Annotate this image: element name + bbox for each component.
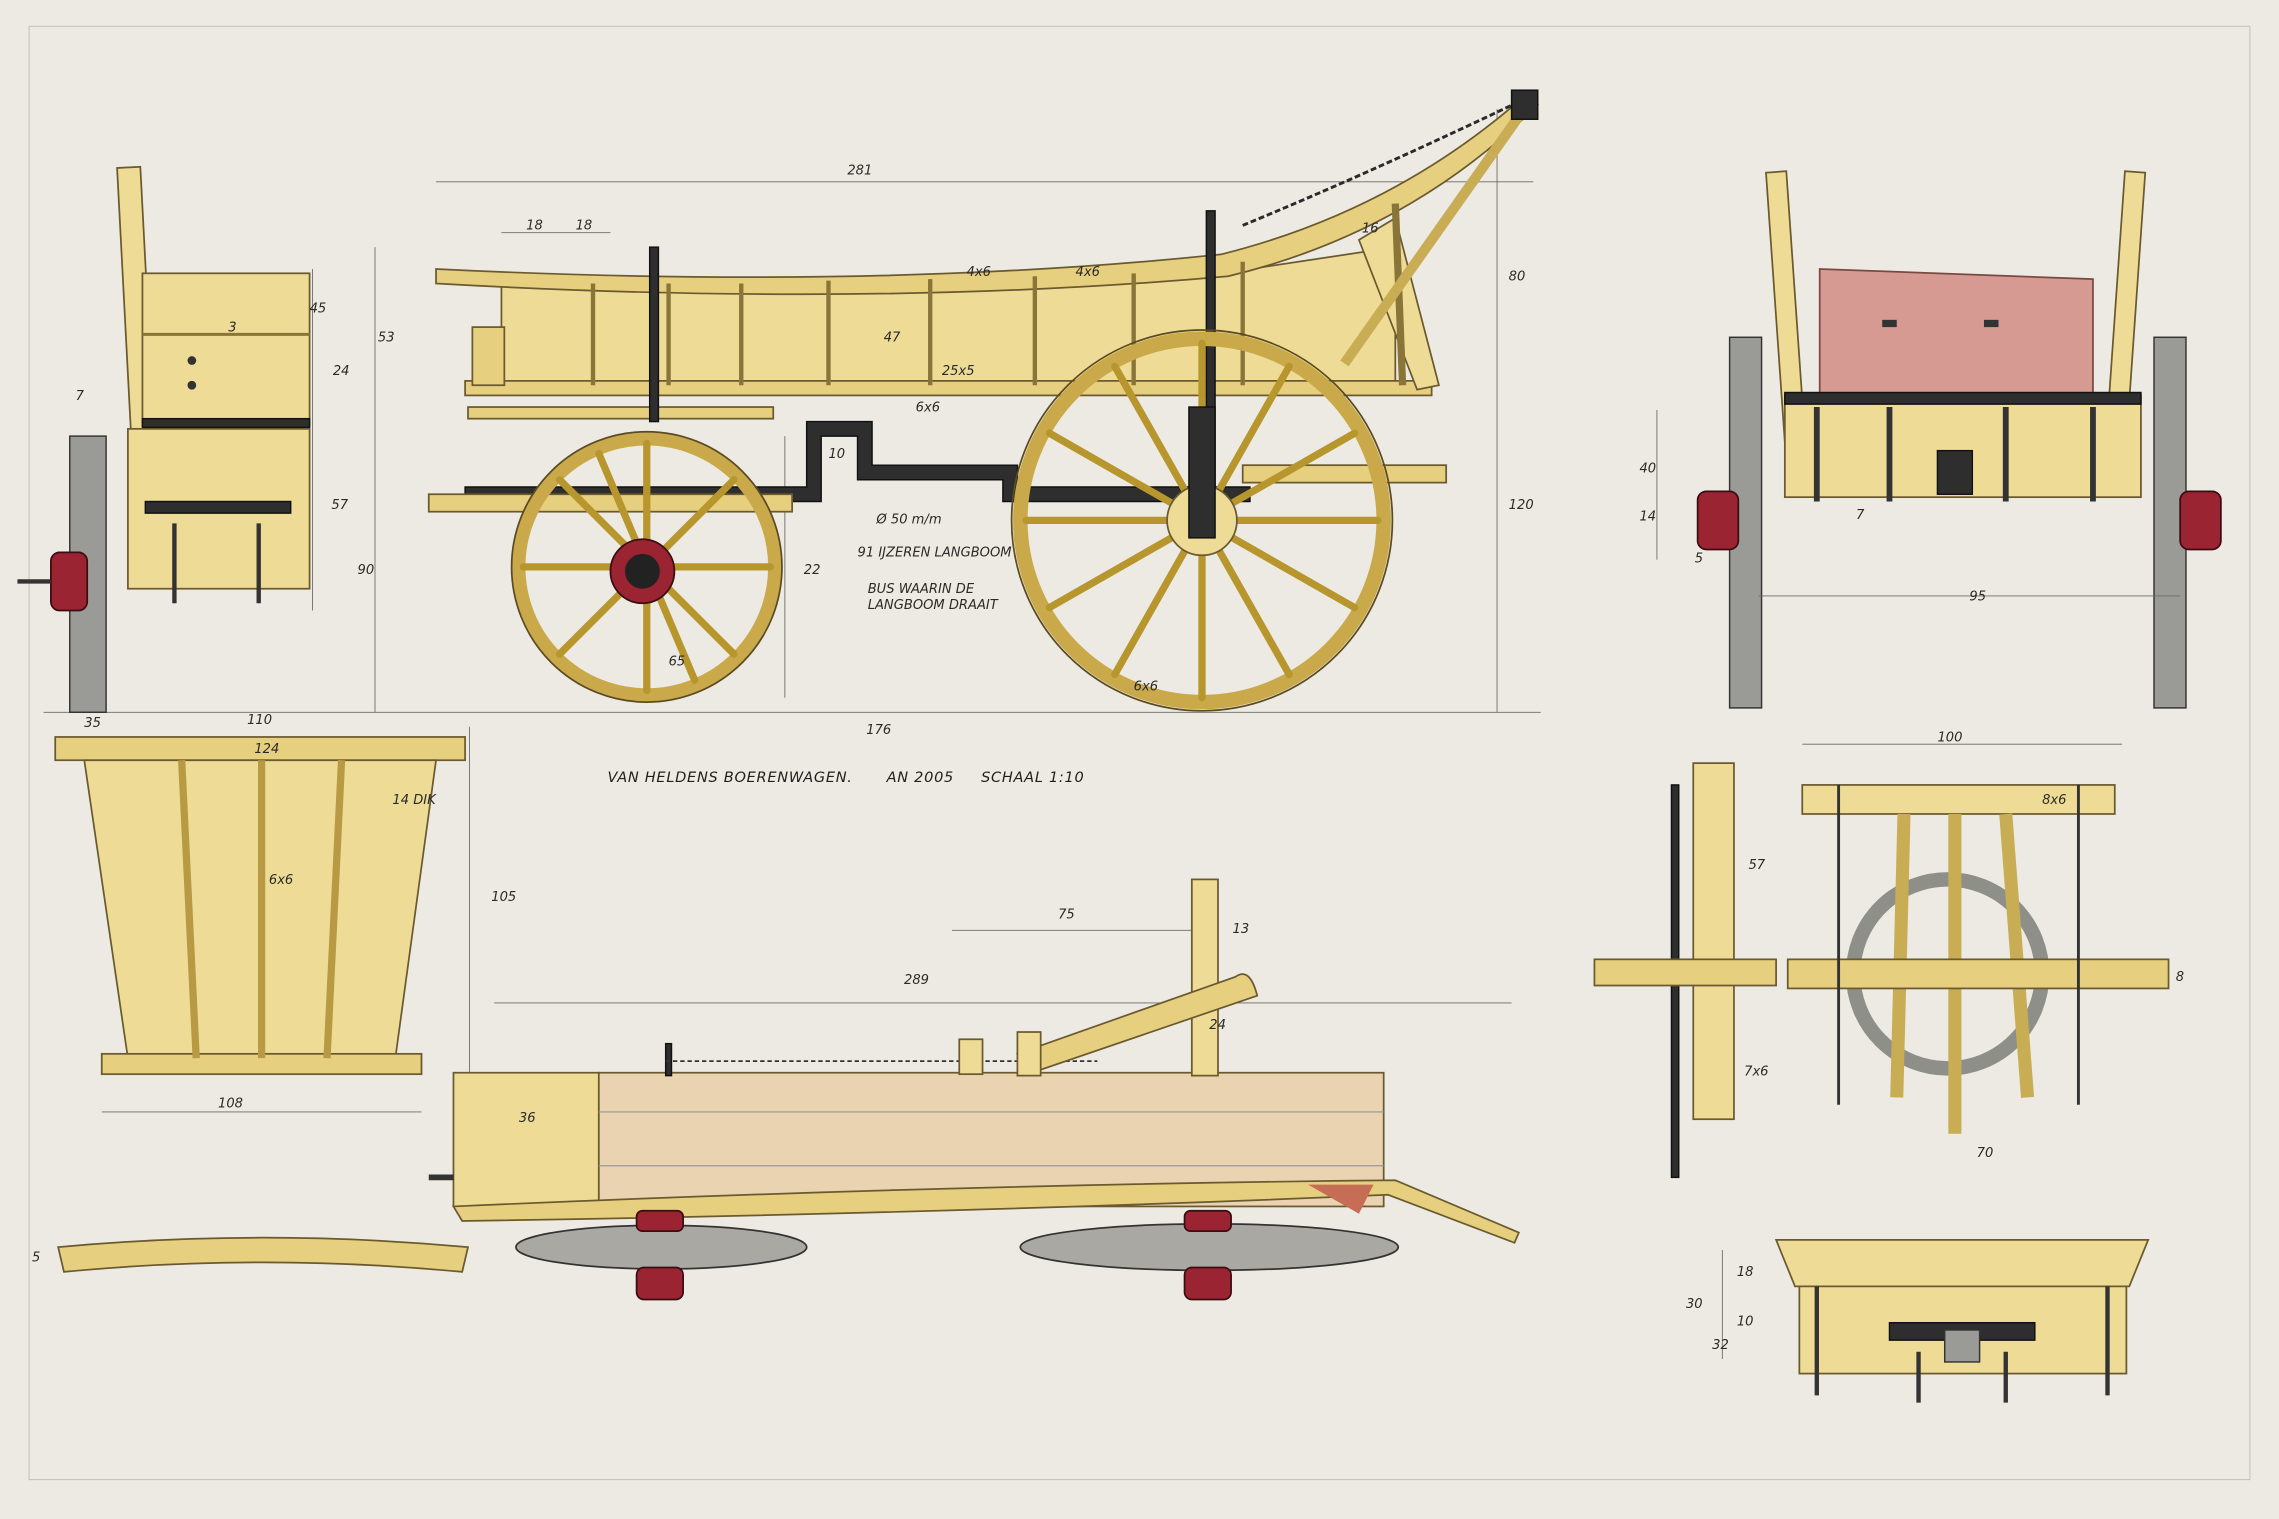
dim-label: 6x6	[916, 400, 940, 415]
dim-label: 36	[519, 1111, 536, 1126]
dim-label: 13	[1233, 922, 1250, 937]
dim-label: 18	[1737, 1265, 1754, 1280]
dim-label: 16	[1362, 222, 1379, 237]
dim-label: 32	[1712, 1338, 1729, 1353]
dim-label: 57	[1748, 858, 1765, 873]
dim-label: 80	[1509, 270, 1526, 285]
dim-label: 3	[228, 320, 236, 335]
dim-label: 4x6	[1076, 265, 1100, 280]
dim-label: 10	[1737, 1315, 1754, 1330]
dim-label: 45	[310, 302, 327, 317]
drawing-year: AN 2005	[886, 770, 954, 786]
note-bus-2: LANGBOOM DRAAIT	[868, 598, 999, 613]
dim-label: 24	[1209, 1018, 1226, 1033]
side-view: 281 18 18 47 25x5 6x6 4x6 4x6 16 80 120 …	[43, 89, 1541, 738]
dim-label: 6x6	[269, 873, 293, 888]
dim-label: 18	[526, 219, 543, 234]
dim-label: 53	[378, 331, 395, 346]
dim-label: 7	[76, 389, 85, 404]
dim-label: 289	[904, 973, 929, 988]
dim-label: 124	[254, 742, 279, 757]
note-diameter: Ø 50 m/m	[875, 512, 941, 527]
dim-label: 281	[847, 163, 872, 178]
dim-label: 57	[331, 498, 348, 513]
dim-label: 10	[828, 447, 845, 462]
dim-label: 70	[1977, 1146, 1994, 1161]
dim-label: 7x6	[1744, 1065, 1768, 1080]
dim-label: 100	[1937, 730, 1962, 745]
title-block: VAN HELDENS BOERENWAGEN. AN 2005 SCHAAL …	[608, 770, 1084, 786]
dim-label: 65	[669, 655, 686, 670]
dim-label: 90	[358, 563, 375, 578]
dim-label: 14	[1639, 509, 1656, 524]
dim-label: 6x6	[1134, 679, 1158, 694]
dim-label: 105	[491, 890, 516, 905]
dim-label: 40	[1639, 461, 1656, 476]
detail-views: 100 8x6 57 8 70 7x6 18 10 30 32	[1593, 730, 2184, 1403]
rear-view: 40 14 5 7 95	[1639, 170, 2222, 709]
dim-label: 47	[884, 331, 901, 346]
drawing-title: VAN HELDENS BOERENWAGEN.	[608, 770, 853, 786]
note-bus-1: BUS WAARIN DE	[868, 582, 975, 597]
dim-label: 5	[1695, 552, 1703, 567]
dim-label: 22	[804, 563, 821, 578]
dim-label: 4x6	[967, 265, 991, 280]
dim-label: 5	[32, 1251, 40, 1266]
dim-label: 120	[1509, 498, 1534, 513]
dim-label: 95	[1969, 589, 1986, 604]
rear-wheel	[1010, 329, 1394, 712]
dim-label: 24	[333, 364, 350, 379]
front-end-view: 45 24 53 3 57 90 7 35	[17, 165, 395, 731]
dim-label: 8x6	[2042, 793, 2066, 808]
dim-label: 30	[1686, 1297, 1703, 1312]
dim-label: 8	[2176, 970, 2184, 985]
sheet-border	[28, 25, 2251, 1481]
top-plan-view: 289 75 13 36 24	[428, 878, 1520, 1301]
dim-label: 14 DIK	[392, 793, 437, 808]
dim-label: 110	[247, 713, 272, 728]
dim-label: 75	[1058, 908, 1075, 923]
dim-label: 35	[84, 716, 101, 731]
front-wheel	[510, 430, 783, 703]
dim-label: 7	[1856, 508, 1865, 523]
dim-label: 176	[866, 723, 891, 738]
dim-label: 18	[576, 219, 593, 234]
floor-plan-view: 110 124 14 DIK 6x6 105 108 5	[32, 713, 516, 1273]
note-langboom: 91 IJZEREN LANGBOOM	[858, 546, 1012, 561]
dim-label: 25x5	[942, 364, 975, 379]
drawing-scale: SCHAAL 1:10	[981, 770, 1084, 786]
dim-label: 108	[218, 1097, 243, 1112]
